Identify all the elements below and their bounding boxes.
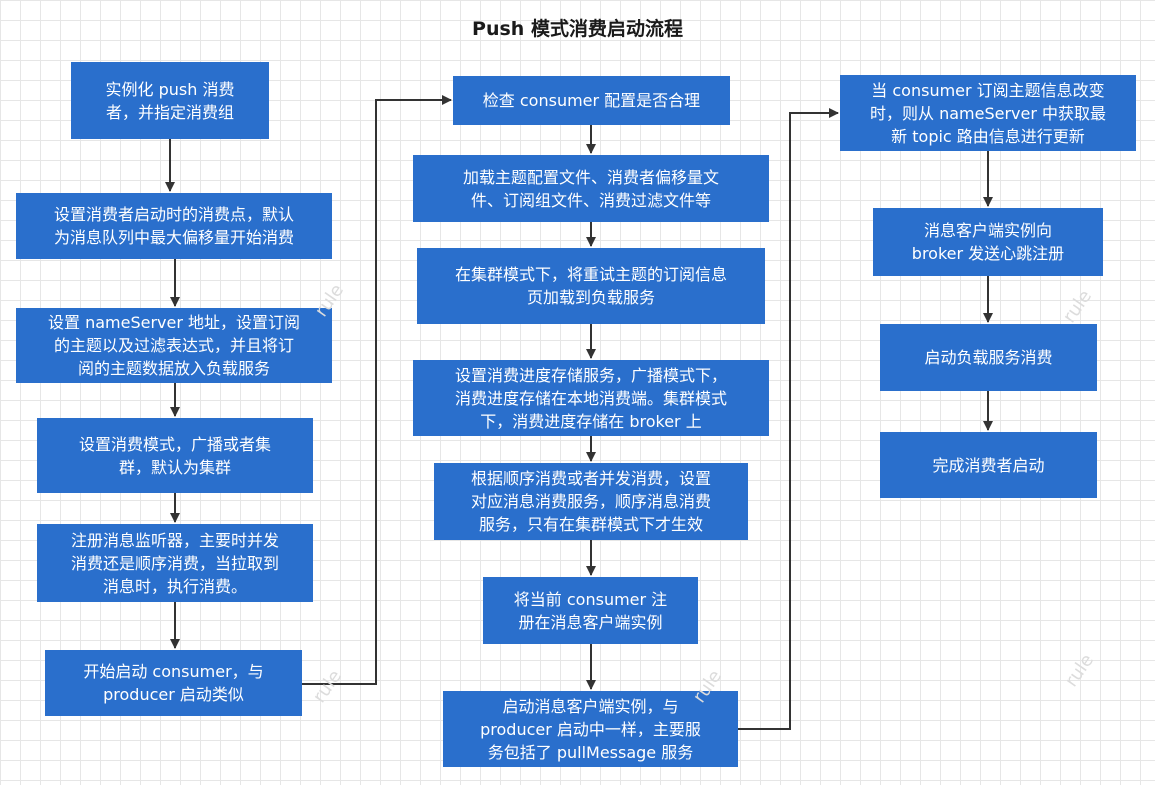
step-register-message-listener: 注册消息监听器，主要时并发 消费还是顺序消费，当拉取到 消息时，执行消费。 bbox=[37, 524, 313, 602]
step-start-rebalance-service: 启动负载服务消费 bbox=[880, 324, 1097, 391]
step-set-message-model: 设置消费模式，广播或者集 群，默认为集群 bbox=[37, 418, 313, 493]
arrow-c2-7-to-c3-1 bbox=[738, 108, 839, 730]
step-start-consumer: 开始启动 consumer，与 producer 启动类似 bbox=[45, 650, 302, 716]
step-load-config-files: 加载主题配置文件、消费者偏移量文 件、订阅组文件、消费过滤文件等 bbox=[413, 155, 769, 222]
step-set-consume-service: 根据顺序消费或者并发消费，设置 对应消息消费服务，顺序消息消费 服务，只有在集群… bbox=[434, 463, 748, 540]
step-load-retry-topic-subscription: 在集群模式下，将重试主题的订阅信息 页加载到负载服务 bbox=[417, 248, 765, 324]
step-start-client-instance: 启动消息客户端实例，与 producer 启动中一样，主要服 务包括了 pull… bbox=[443, 691, 738, 767]
step-instantiate-push-consumer: 实例化 push 消费 者，并指定消费组 bbox=[71, 62, 269, 139]
step-update-topic-route: 当 consumer 订阅主题信息改变 时，则从 nameServer 中获取最… bbox=[840, 75, 1136, 151]
step-register-consumer-to-client: 将当前 consumer 注 册在消息客户端实例 bbox=[483, 577, 698, 644]
step-send-heartbeat: 消息客户端实例向 broker 发送心跳注册 bbox=[873, 208, 1103, 276]
step-consumer-started: 完成消费者启动 bbox=[880, 432, 1097, 498]
arrow-c1-6-to-c2-1 bbox=[302, 95, 452, 685]
step-set-consume-from-where: 设置消费者启动时的消费点，默认 为消息队列中最大偏移量开始消费 bbox=[16, 193, 332, 259]
diagram-title: Push 模式消费启动流程 bbox=[472, 18, 683, 40]
step-set-offset-store: 设置消费进度存储服务，广播模式下， 消费进度存储在本地消费端。集群模式 下，消费… bbox=[413, 360, 769, 436]
step-set-nameserver-subscription: 设置 nameServer 地址，设置订阅 的主题以及过滤表达式，并且将订 阅的… bbox=[16, 308, 332, 383]
step-check-consumer-config: 检查 consumer 配置是否合理 bbox=[453, 76, 730, 125]
